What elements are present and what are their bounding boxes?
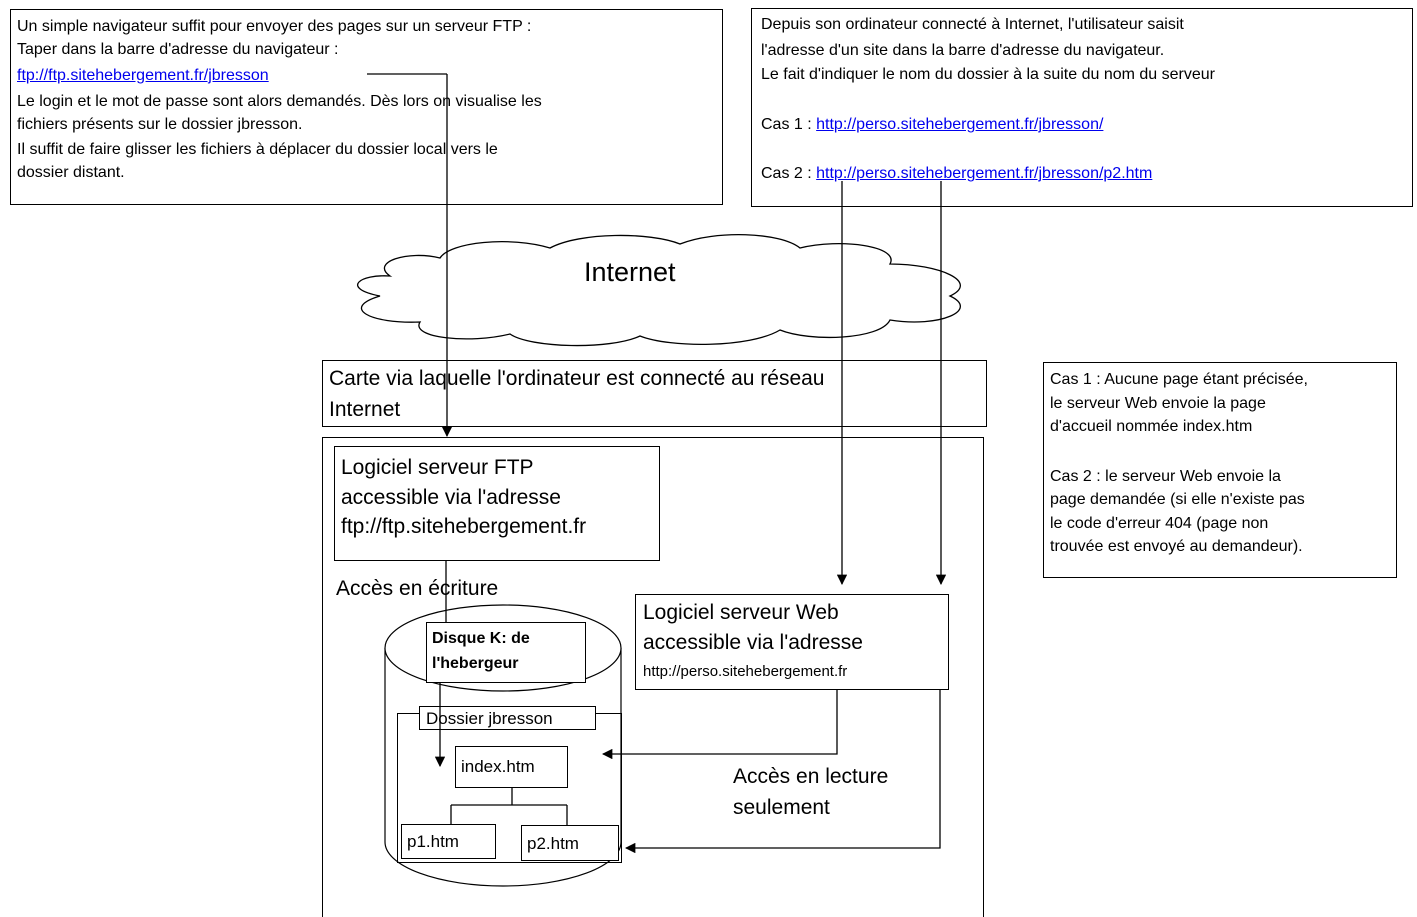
ftp-note-line-6: dossier distant. (17, 164, 125, 181)
ftp-link[interactable]: ftp://ftp.sitehebergement.fr/jbresson (17, 67, 269, 84)
web-instructions-box: Depuis son ordinateur connecté à Interne… (751, 8, 1413, 207)
read-access-line-1: Accès en lecture (733, 765, 889, 788)
network-card-box: Carte via laquelle l'ordinateur est conn… (322, 360, 987, 427)
case-2-link[interactable]: http://perso.sitehebergement.fr/jbresson… (816, 165, 1153, 182)
ftp-note-line-1: Un simple navigateur suffit pour envoyer… (17, 18, 532, 35)
disk-label-line-2: l'hebergeur (432, 655, 519, 672)
case-2-label: Cas 2 : (761, 165, 817, 182)
ftp-server-line-2: accessible via l'adresse (341, 486, 561, 509)
web-server-line-1: Logiciel serveur Web (643, 601, 839, 624)
file-index[interactable]: index.htm (455, 746, 568, 788)
web-server-line-2: accessible via l'adresse (643, 631, 863, 654)
web-note-line-1: Depuis son ordinateur connecté à Interne… (761, 16, 1184, 33)
web-server-box: Logiciel serveur Web accessible via l'ad… (635, 594, 949, 690)
disk-label-line-1: Disque K: de (432, 630, 530, 647)
file-p2[interactable]: p2.htm (521, 825, 619, 861)
ftp-note-line-3: Le login et le mot de passe sont alors d… (17, 93, 542, 110)
case-1-line: Cas 1 : http://perso.sitehebergement.fr/… (761, 115, 1103, 135)
write-access-label: Accès en écriture (336, 577, 499, 600)
network-card-line-2: Internet (329, 398, 401, 421)
web-server-line-3: http://perso.sitehebergement.fr (643, 663, 848, 680)
ftp-note-line-5: Il suffit de faire glisser les fichiers … (17, 141, 498, 158)
ftp-instructions-box: Un simple navigateur suffit pour envoyer… (10, 9, 723, 205)
case-1-label: Cas 1 : (761, 116, 817, 133)
cases-line-3: d'accueil nommée index.htm (1050, 418, 1253, 435)
cases-line-6: le code d'erreur 404 (page non (1050, 515, 1269, 532)
file-p2-label: p2.htm (527, 834, 579, 853)
read-access-line-2: seulement (733, 796, 830, 819)
case-1-link[interactable]: http://perso.sitehebergement.fr/jbresson… (816, 116, 1104, 133)
cases-line-7: trouvée est envoyé au demandeur). (1050, 538, 1303, 555)
file-index-label: index.htm (461, 757, 535, 776)
cases-line-4: Cas 2 : le serveur Web envoie la (1050, 468, 1281, 485)
file-p1[interactable]: p1.htm (401, 824, 496, 859)
ftp-server-line-1: Logiciel serveur FTP (341, 456, 534, 479)
network-card-line-1: Carte via laquelle l'ordinateur est conn… (329, 367, 825, 390)
ftp-note-line-4: fichiers présents sur le dossier jbresso… (17, 116, 303, 133)
ftp-note-line-2: Taper dans la barre d'adresse du navigat… (17, 41, 339, 58)
cases-line-5: page demandée (si elle n'existe pas (1050, 491, 1305, 508)
folder-label: Dossier jbresson (426, 709, 553, 728)
web-note-line-2: l'adresse d'un site dans la barre d'adre… (761, 42, 1165, 59)
cases-explanation-box: Cas 1 : Aucune page étant précisée, le s… (1043, 362, 1397, 578)
cases-line-1: Cas 1 : Aucune page étant précisée, (1050, 371, 1308, 388)
internet-cloud (356, 234, 961, 347)
internet-label: Internet (584, 257, 676, 287)
case-2-line: Cas 2 : http://perso.sitehebergement.fr/… (761, 164, 1152, 184)
cases-line-2: le serveur Web envoie la page (1050, 395, 1266, 412)
ftp-server-box: Logiciel serveur FTP accessible via l'ad… (334, 446, 660, 561)
web-note-line-3: Le fait d'indiquer le nom du dossier à l… (761, 66, 1215, 83)
host-machine-box (322, 437, 984, 917)
file-p1-label: p1.htm (407, 832, 459, 851)
folder-label-box: Dossier jbresson (419, 706, 596, 730)
disk-label-box: Disque K: de l'hebergeur (426, 622, 586, 683)
ftp-server-line-3: ftp://ftp.sitehebergement.fr (341, 515, 587, 538)
